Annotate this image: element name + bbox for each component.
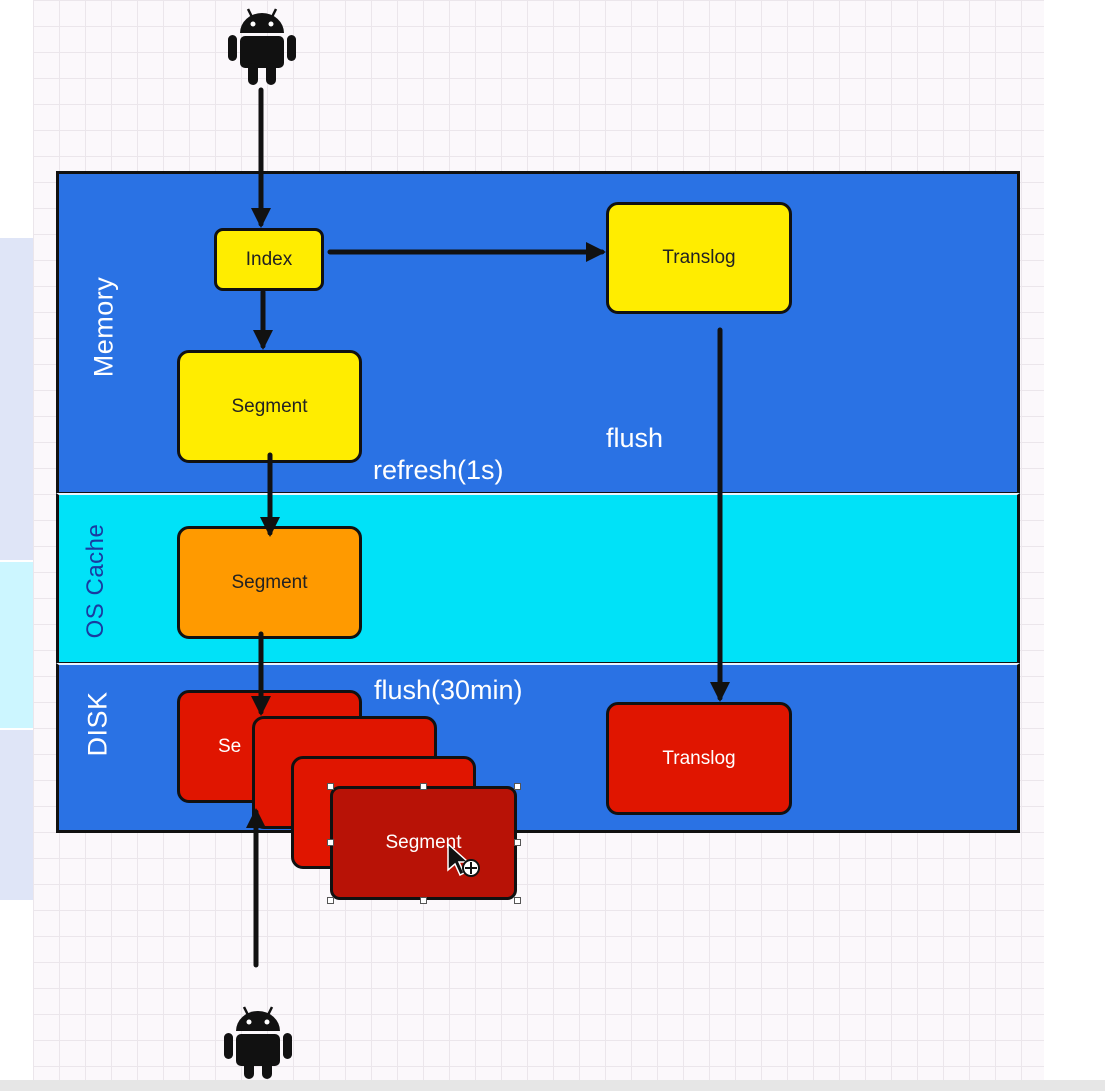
android-icon-top [228, 8, 296, 85]
refresh-annotation: refresh(1s) [373, 455, 504, 485]
segment-memory-node[interactable]: Segment [177, 350, 362, 463]
flush-annotation: flush [606, 423, 664, 453]
translog-disk-node[interactable]: Translog [606, 702, 792, 815]
translog-memory-node[interactable]: Translog [606, 202, 792, 314]
resize-handle-tr[interactable] [514, 783, 521, 790]
side-panel-strip-3 [0, 730, 33, 900]
resize-handle-tm[interactable] [420, 783, 427, 790]
resize-handle-tl[interactable] [327, 783, 334, 790]
resize-handle-bm[interactable] [420, 897, 427, 904]
resize-handle-ml[interactable] [327, 839, 334, 846]
resize-handle-bl[interactable] [327, 897, 334, 904]
side-panel-strip-2 [0, 562, 33, 728]
segment-disk-node-1-label: Se [218, 735, 242, 757]
cursor-move-icon [447, 842, 480, 877]
resize-handle-br[interactable] [514, 897, 521, 904]
index-node[interactable]: Index [214, 228, 324, 291]
resize-handle-mr[interactable] [514, 839, 521, 846]
flush-interval-annotation: flush(30min) [374, 675, 523, 705]
side-panel-strip-1 [0, 238, 33, 560]
bottom-toolbar [0, 1080, 1105, 1091]
android-icon-bottom [224, 1006, 292, 1079]
